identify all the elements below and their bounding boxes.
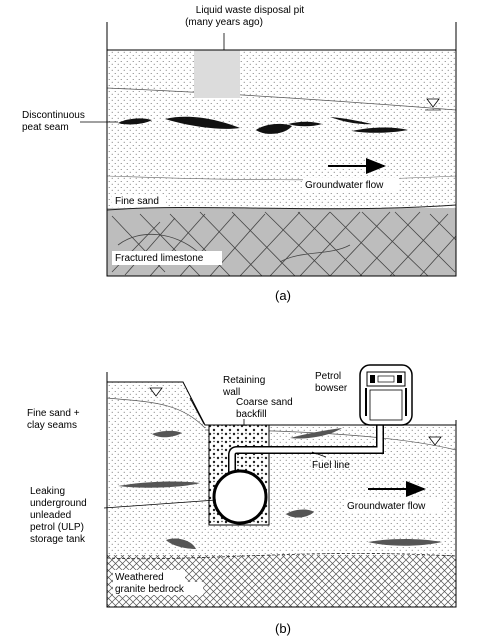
peat-seams bbox=[118, 116, 408, 134]
disposal-pit bbox=[194, 50, 240, 98]
fine-sand-label: Fine sand bbox=[115, 196, 159, 207]
water-table-icon-b1 bbox=[149, 387, 163, 397]
clay-label-line2: clay seams bbox=[27, 420, 77, 431]
fuel-line bbox=[229, 425, 383, 495]
panel-b: Retaining wall Coarse sand backfill Petr… bbox=[27, 364, 457, 636]
backfill-line2: backfill bbox=[236, 409, 267, 420]
pit-label-line2: (many years ago) bbox=[185, 17, 263, 28]
clay-label-line1: Fine sand + bbox=[27, 408, 80, 419]
tank-label-line3: unleaded bbox=[30, 510, 71, 521]
pit-label-line1: Liquid waste disposal pit bbox=[196, 5, 305, 16]
bowser-line2: bowser bbox=[315, 383, 348, 394]
fractured-limestone-label: Fractured limestone bbox=[115, 253, 204, 264]
backfill-line1: Coarse sand bbox=[236, 397, 293, 408]
groundwater-flow-label-b: Groundwater flow bbox=[347, 501, 426, 512]
bedrock-label-line2: granite bedrock bbox=[115, 584, 185, 595]
caption-a: (a) bbox=[275, 288, 291, 303]
fine-sand-clay-layer bbox=[107, 382, 456, 607]
peat-label-line1: Discontinuous bbox=[22, 110, 85, 121]
caption-b: (b) bbox=[275, 621, 291, 636]
tank-label-line4: petrol (ULP) bbox=[30, 522, 84, 533]
fuel-line-label: Fuel line bbox=[312, 460, 350, 471]
water-table-icon bbox=[426, 98, 440, 108]
tank-label-line2: underground bbox=[30, 498, 87, 509]
petrol-bowser bbox=[359, 364, 413, 426]
limestone-fractures bbox=[111, 211, 457, 277]
clay-seams bbox=[118, 428, 442, 549]
bowser-line1: Petrol bbox=[315, 371, 341, 382]
groundwater-flow-label-a: Groundwater flow bbox=[305, 180, 384, 191]
tank-label-line5: storage tank bbox=[30, 534, 86, 545]
tank-label-line1: Leaking bbox=[30, 486, 65, 497]
peat-label-line2: peat seam bbox=[22, 122, 69, 133]
retaining-wall-line1: Retaining bbox=[223, 375, 265, 386]
retaining-wall-line2: wall bbox=[222, 387, 240, 398]
panel-a: Liquid waste disposal pit (many years ag… bbox=[22, 5, 457, 303]
bedrock-label-line1: Weathered bbox=[115, 572, 164, 583]
storage-tank bbox=[212, 469, 268, 525]
water-table-icon-b2 bbox=[428, 436, 442, 446]
